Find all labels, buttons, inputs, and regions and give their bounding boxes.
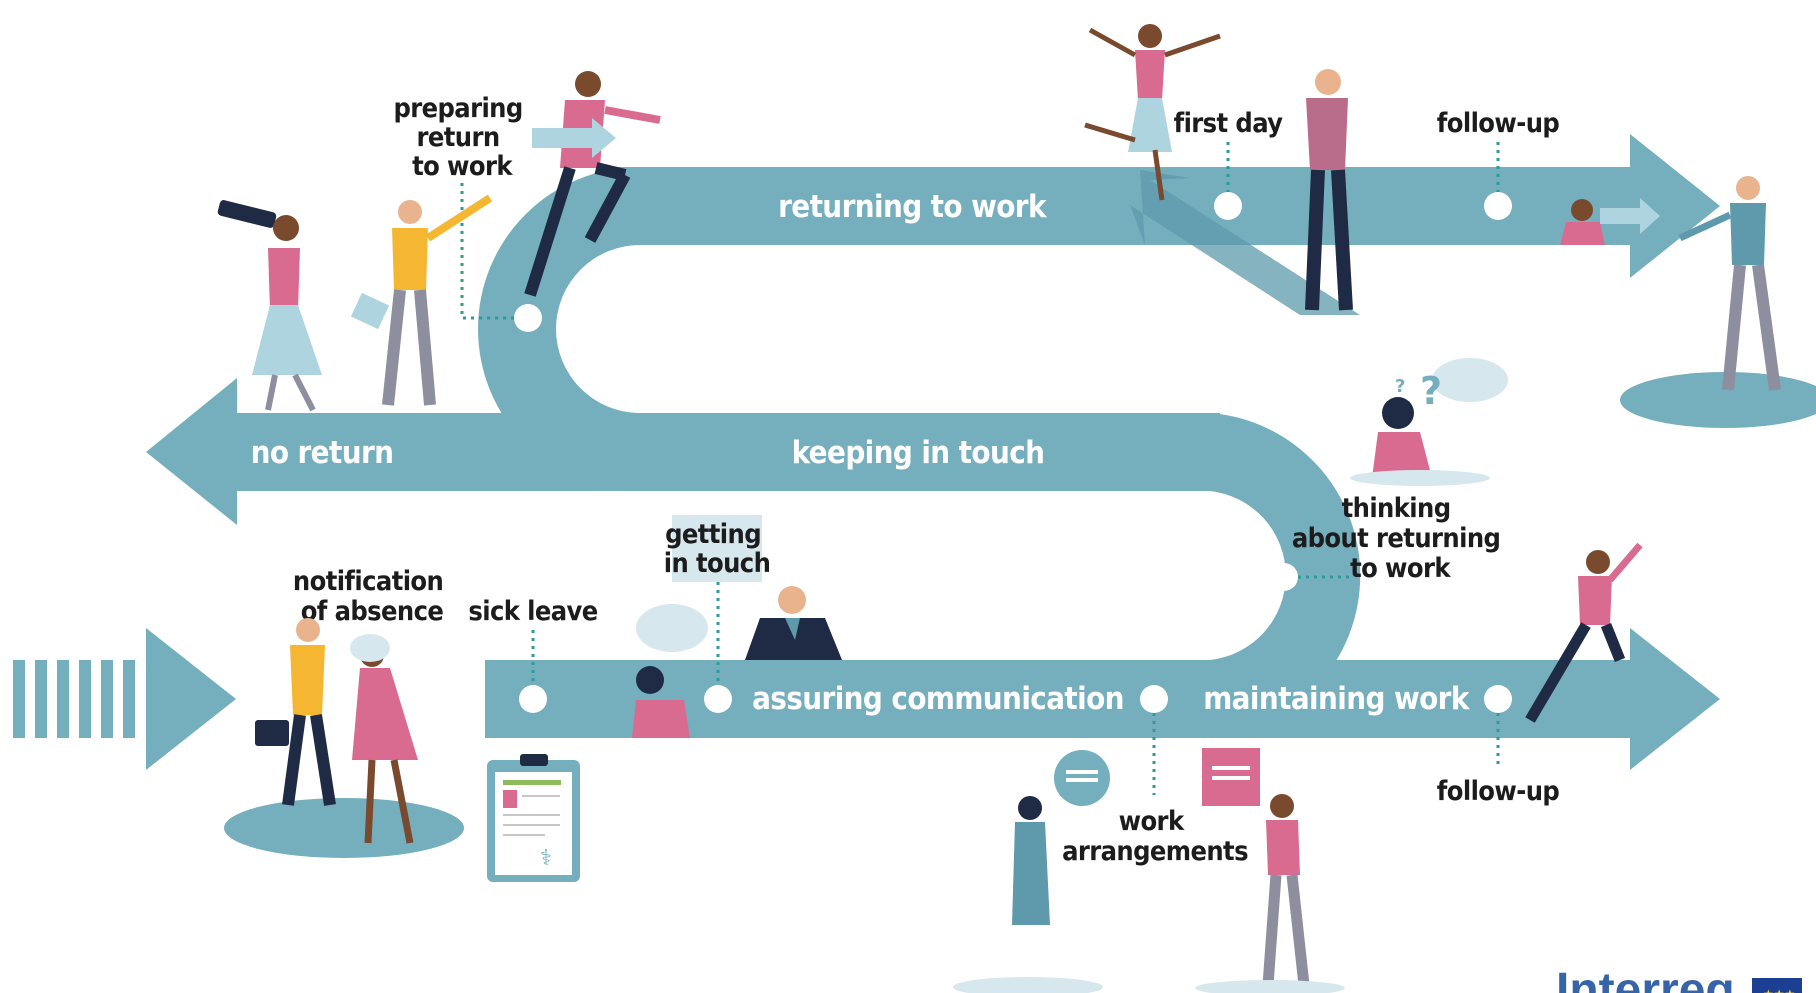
person-first-day-man — [1305, 69, 1353, 311]
label-work-arrangements: work arrangements — [1062, 806, 1248, 867]
label-follow-up-top: follow-up — [1437, 108, 1560, 139]
label-no-return: no return — [251, 435, 394, 471]
person-first-day-woman — [1084, 24, 1221, 201]
label-sick-leave: sick leave — [468, 596, 597, 627]
milestone-dot — [1214, 192, 1242, 220]
top-right-arrowhead — [1630, 134, 1720, 278]
person-work-arrangements-man — [1195, 748, 1345, 993]
first-day-diagonal-arrow — [1130, 170, 1360, 315]
right-u-turn — [1210, 413, 1361, 738]
milestone-dot — [519, 685, 547, 713]
svg-text:?: ? — [1420, 369, 1442, 413]
person-maintaining-work — [1525, 542, 1643, 723]
label-keeping-in-touch: keeping in touch — [792, 435, 1045, 471]
person-getting-in-touch-man — [745, 586, 842, 660]
no-return-arrowhead — [146, 378, 237, 525]
label-follow-up-bottom: follow-up — [1437, 776, 1560, 807]
svg-text:?: ? — [1395, 376, 1405, 397]
label-notification: notification of absence — [293, 566, 451, 627]
start-stripes — [13, 660, 135, 738]
person-follow-up-woman — [1560, 198, 1660, 245]
getting-in-touch-box — [672, 515, 762, 582]
journey-road — [13, 134, 1720, 770]
start-arrowhead — [146, 628, 236, 770]
bottom-right-arrowhead — [1630, 628, 1720, 770]
label-thinking: thinking about returning to work — [1292, 493, 1508, 584]
milestone-dot — [514, 304, 542, 332]
interreg-logo: Interreg ★★★ — [1556, 964, 1802, 993]
label-first-day: first day — [1174, 108, 1284, 139]
milestone-dot — [1140, 685, 1168, 713]
person-follow-up-man — [1620, 176, 1816, 428]
milestone-getting-in-touch — [704, 582, 732, 713]
person-running-to-work — [524, 71, 661, 297]
svg-text:⚕: ⚕ — [540, 846, 552, 871]
milestone-first-day — [1214, 142, 1242, 220]
person-getting-in-touch-woman — [632, 604, 708, 738]
milestone-follow-up-bottom — [1484, 685, 1512, 768]
milestone-dot — [1270, 563, 1298, 591]
label-returning-to-work: returning to work — [778, 189, 1048, 225]
milestone-thinking — [1270, 563, 1350, 591]
person-pointing-yellow — [350, 194, 493, 406]
label-preparing: preparing return to work — [393, 93, 530, 182]
person-thinking: ? ? — [1350, 358, 1508, 486]
label-getting-in-touch: getting in touch — [664, 519, 771, 579]
middle-lane — [230, 413, 1220, 491]
label-assuring-communication: assuring communication — [752, 681, 1124, 717]
milestone-preparing — [460, 183, 542, 332]
person-notification-couple — [224, 618, 464, 858]
milestone-dot — [1484, 192, 1512, 220]
svg-text:★★★: ★★★ — [1763, 987, 1795, 993]
person-work-arrangements-woman — [953, 750, 1110, 993]
person-with-telescope — [217, 200, 322, 412]
label-maintaining-work: maintaining work — [1203, 681, 1471, 717]
milestone-dot — [1484, 685, 1512, 713]
milestone-work-arrangements — [1140, 685, 1168, 795]
milestone-follow-up-top — [1484, 142, 1512, 220]
svg-text:Interreg: Interreg — [1556, 964, 1735, 993]
milestone-dot — [704, 685, 732, 713]
sick-note-clipboard-icon: ⚕ — [487, 754, 580, 882]
top-lane — [600, 167, 1640, 245]
milestone-sick-leave — [519, 630, 547, 713]
left-u-turn — [478, 167, 640, 491]
